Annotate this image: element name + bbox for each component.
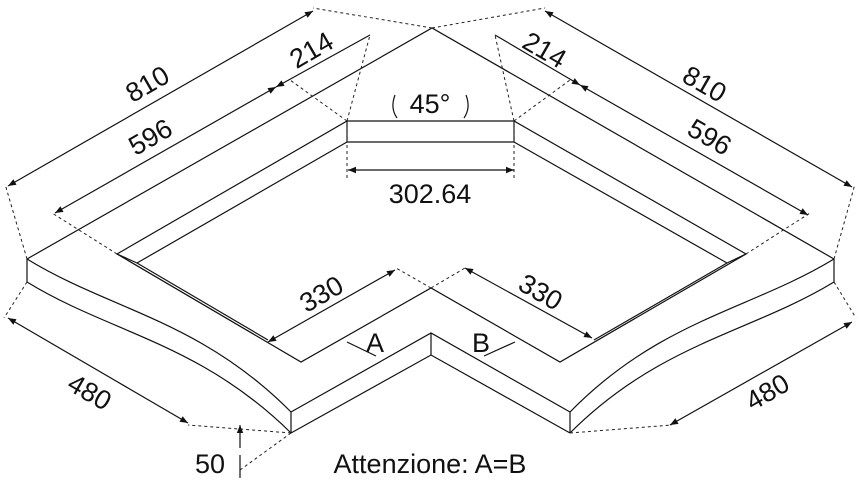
sink-cutout [115, 120, 748, 363]
dim-right-overall: 810 [677, 60, 731, 109]
dim-left-depth: 480 [62, 368, 116, 417]
dim-left-arm: 330 [294, 270, 348, 319]
dimension-arrows [7, 10, 853, 478]
marker-a: A [366, 328, 384, 358]
dimension-labels: 810 596 214 214 810 596 45° 302.64 330 3… [62, 26, 794, 479]
marker-b: B [472, 328, 490, 358]
dim-cutout-front: 302.64 [389, 179, 472, 209]
dim-left-inner: 596 [123, 113, 177, 162]
dim-right-arm: 330 [513, 268, 567, 317]
dim-right-inner: 596 [682, 113, 736, 162]
extension-lines [3, 7, 857, 471]
dim-thickness: 50 [195, 449, 225, 479]
attention-note: Attenzione: A=B [334, 449, 527, 479]
dim-left-overall: 810 [120, 60, 174, 109]
dim-right-offset: 214 [517, 26, 571, 75]
dim-left-offset: 214 [284, 26, 338, 75]
dim-angle: 45° [410, 89, 451, 119]
dim-right-depth: 480 [740, 368, 794, 417]
